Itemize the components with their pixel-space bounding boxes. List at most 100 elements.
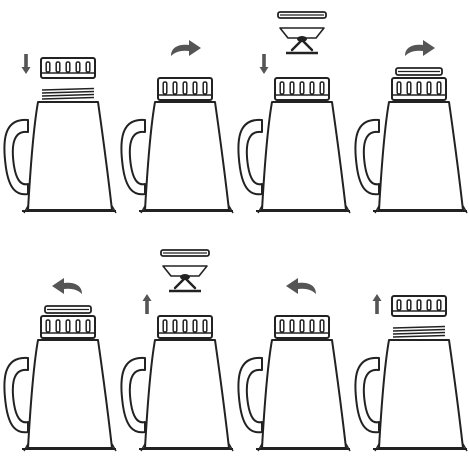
step-illustration — [237, 11, 351, 214]
collar-ring-tooth — [289, 81, 295, 95]
collar-ring-tooth — [192, 319, 198, 333]
collar-ring-tooth — [309, 81, 315, 95]
step-panel-5 — [0, 238, 117, 476]
collar-ring-tooth — [319, 319, 325, 333]
step-panel-3 — [234, 0, 351, 238]
collar-ring — [274, 315, 330, 339]
jar — [3, 101, 117, 214]
jar-body — [144, 101, 230, 211]
collar-ring-tooth — [426, 81, 432, 95]
collar-ring-tooth — [396, 299, 402, 311]
rotate-arrow-clockwise — [405, 40, 435, 56]
jar-foot-left — [257, 443, 263, 452]
jar-handle — [3, 356, 29, 434]
collar-ring-tooth — [182, 81, 188, 95]
collar-ring-tooth — [162, 81, 168, 95]
collar-ring-tooth — [202, 81, 208, 95]
direction-arrow-down-head — [259, 67, 269, 74]
direction-arrow-down-shaft — [24, 54, 28, 68]
collar-ring-tooth — [172, 319, 178, 333]
jar-body — [261, 339, 347, 449]
jar-threads-line — [392, 328, 446, 332]
top-lid — [395, 67, 443, 76]
collar-ring-tooth — [279, 81, 285, 95]
jar-foot-right — [111, 443, 117, 452]
rotate-arrow-clockwise-shape — [171, 40, 201, 56]
jar-body — [378, 339, 464, 449]
blade-assembly — [277, 11, 327, 55]
collar-ring — [391, 295, 447, 317]
collar-ring-tooth — [406, 299, 412, 311]
rotate-arrow-counter-clockwise — [52, 278, 82, 294]
jar — [120, 101, 234, 214]
jar-handle — [237, 118, 263, 196]
step-panel-8 — [351, 238, 468, 476]
collar-ring-tooth — [172, 81, 178, 95]
step-panel-7 — [234, 238, 351, 476]
jar — [237, 101, 351, 214]
step-illustration — [3, 54, 117, 214]
blade-assembly-blades — [290, 38, 314, 52]
collar-ring-tooth — [416, 299, 422, 311]
collar-ring-tooth — [192, 81, 198, 95]
jar-threads-line — [392, 325, 446, 329]
direction-arrow-up-shaft — [145, 300, 149, 314]
direction-arrow-down — [259, 54, 269, 74]
collar-ring — [40, 57, 96, 79]
collar-ring-tooth — [45, 61, 51, 73]
jar — [237, 339, 351, 452]
jar-body — [261, 101, 347, 211]
direction-arrow-up — [142, 294, 152, 314]
jar-foot-right — [462, 205, 468, 214]
jar-threads-line — [41, 93, 95, 97]
jar — [354, 339, 468, 452]
collar-ring-tooth — [396, 81, 402, 95]
collar-ring-tooth — [426, 299, 432, 311]
jar-foot-right — [228, 205, 234, 214]
collar-ring-tooth — [436, 299, 442, 311]
jar-threads — [392, 325, 446, 338]
collar-ring — [157, 77, 213, 101]
jar-foot-right — [345, 443, 351, 452]
jar-body — [27, 101, 113, 211]
collar-ring-tooth — [75, 319, 81, 333]
direction-arrow-down — [21, 54, 31, 74]
step-illustration — [237, 278, 351, 452]
collar-ring-tooth — [299, 319, 305, 333]
collar-ring-tooth — [45, 319, 51, 333]
jar-handle — [120, 356, 146, 434]
jar-threads-line — [41, 90, 95, 94]
jar-body — [378, 101, 464, 211]
top-lid — [44, 305, 92, 314]
jar-body — [144, 339, 230, 449]
direction-arrow-up — [372, 294, 382, 314]
direction-arrow-down-head — [21, 67, 31, 74]
jar-foot-left — [374, 205, 380, 214]
jar-foot-right — [228, 443, 234, 452]
step-illustration — [120, 249, 234, 452]
blade-assembly-hub — [279, 27, 325, 39]
collar-ring — [391, 77, 447, 101]
step-panel-4 — [351, 0, 468, 238]
jar-body — [27, 339, 113, 449]
collar-ring-tooth — [85, 319, 91, 333]
jar-foot-left — [257, 205, 263, 214]
jar-threads-line — [392, 334, 446, 338]
collar-ring-tooth — [85, 61, 91, 73]
direction-arrow-up-head — [142, 294, 152, 301]
jar — [354, 101, 468, 214]
jar — [120, 339, 234, 452]
jar-foot-right — [462, 443, 468, 452]
jar-foot-left — [140, 205, 146, 214]
collar-ring-tooth — [75, 61, 81, 73]
jar — [3, 339, 117, 452]
collar-ring-tooth — [279, 319, 285, 333]
jar-foot-right — [345, 205, 351, 214]
rotate-arrow-counter-clockwise — [286, 278, 316, 294]
collar-ring — [157, 315, 213, 339]
step-panel-1 — [0, 0, 117, 238]
jar-foot-left — [23, 443, 29, 452]
collar-ring-tooth — [416, 81, 422, 95]
step-illustration — [3, 278, 117, 452]
